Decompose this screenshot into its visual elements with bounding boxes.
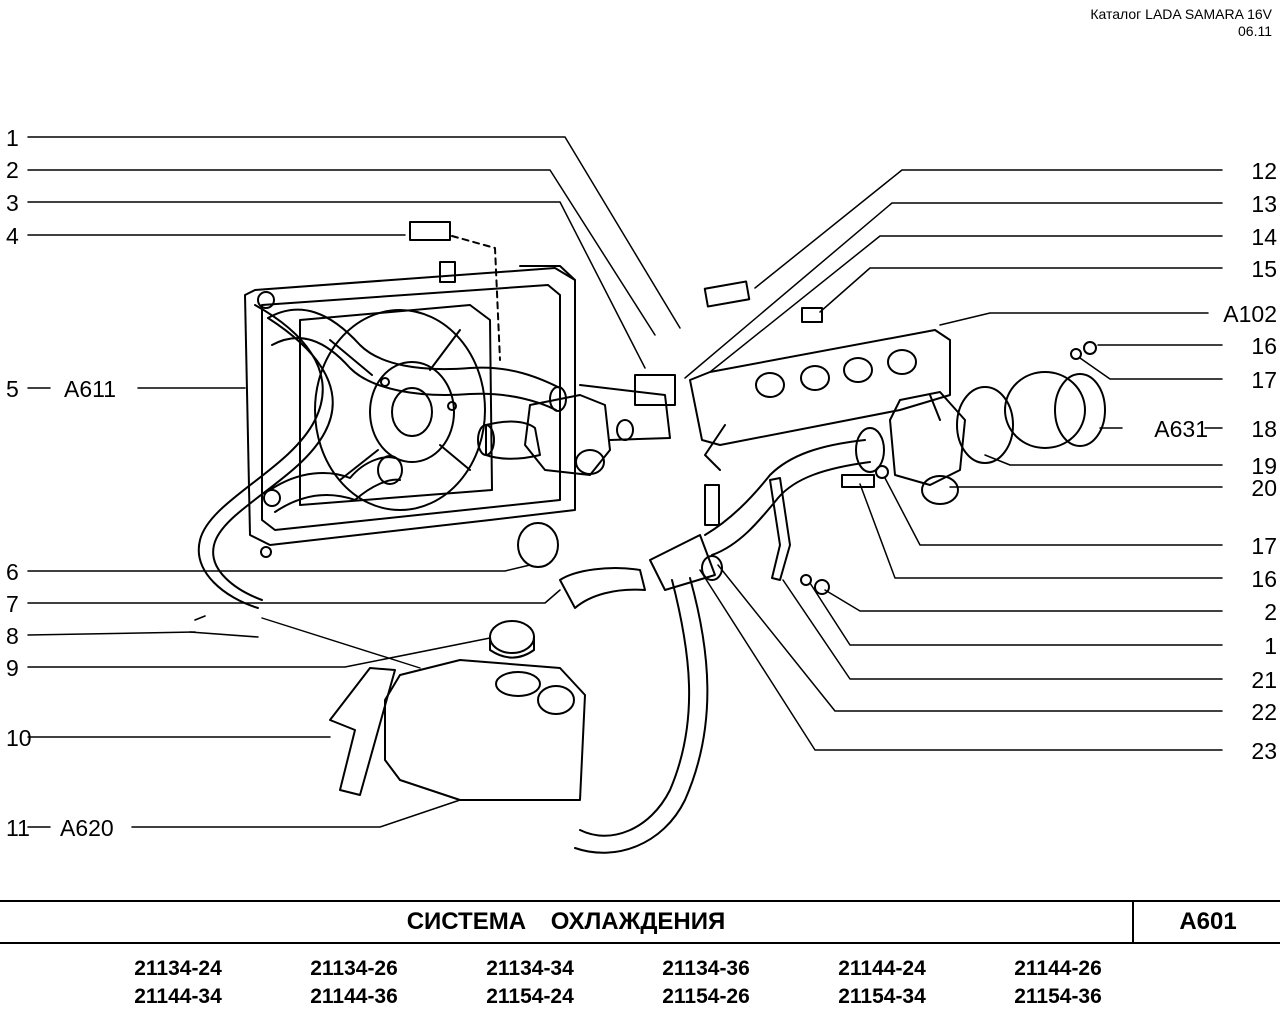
callout-1-right: 1 xyxy=(1264,633,1277,659)
callout-19: 19 xyxy=(1251,453,1277,479)
title-band: СИСТЕМА ОХЛАЖДЕНИЯ A601 xyxy=(0,900,1280,944)
model-code: 21154-34 xyxy=(838,985,926,1008)
callout-22: 22 xyxy=(1251,699,1277,725)
callout-3: 3 xyxy=(6,190,19,216)
model-code: 21154-26 xyxy=(662,985,750,1008)
model-code: 21144-24 xyxy=(838,957,926,980)
bolt-15-drawing xyxy=(801,307,823,323)
callout-17-lower: 17 xyxy=(1251,533,1277,559)
callout-16-lower: 16 xyxy=(1251,566,1277,592)
catalog-date: 06.11 xyxy=(1238,23,1272,39)
model-list: 21134-24 21134-26 21134-34 21134-36 2114… xyxy=(90,958,1170,1008)
callout-18-ref: A631 xyxy=(1154,416,1208,442)
callout-a102: A102 xyxy=(1223,301,1277,327)
model-code: 21144-26 xyxy=(1014,957,1102,980)
callout-15: 15 xyxy=(1251,256,1277,282)
lower-hose-drawing xyxy=(269,455,403,513)
model-code: 21134-34 xyxy=(486,957,574,980)
clamp-6-drawing xyxy=(517,522,559,568)
callout-11: 11 xyxy=(6,815,30,841)
callout-2: 2 xyxy=(6,157,19,183)
callout-14: 14 xyxy=(1251,224,1277,250)
leader-lines-left xyxy=(27,136,681,828)
hose-7-drawing xyxy=(559,567,646,609)
upper-hose-drawing xyxy=(267,308,567,412)
callout-13: 13 xyxy=(1251,191,1277,217)
callout-18: 18 xyxy=(1251,416,1277,442)
bracket-21-drawing xyxy=(769,477,791,581)
water-pump-drawing xyxy=(889,341,1106,505)
coolant-pipe-drawing xyxy=(649,427,885,591)
callout-11-ref: A620 xyxy=(60,815,114,841)
callout-23: 23 xyxy=(1251,738,1277,764)
callout-2-right: 2 xyxy=(1264,599,1277,625)
fan-shroud-drawing xyxy=(299,304,493,511)
callouts-left: 1 2 3 4 5 A611 6 7 8 9 10 11 A620 xyxy=(6,125,116,841)
model-code: 21134-26 xyxy=(310,957,398,980)
model-code: 21134-36 xyxy=(662,957,750,980)
overflow-hose-drawing xyxy=(197,304,324,609)
callout-5-ref: A611 xyxy=(64,376,116,402)
callout-12: 12 xyxy=(1251,158,1277,184)
callout-4: 4 xyxy=(6,223,19,249)
thermostat-housing-drawing xyxy=(477,374,676,476)
callout-9: 9 xyxy=(6,655,19,681)
section-title: СИСТЕМА ОХЛАЖДЕНИЯ xyxy=(0,902,1134,942)
model-code: 21134-24 xyxy=(134,957,222,980)
radiator-drawing xyxy=(244,261,576,558)
callout-1: 1 xyxy=(6,125,19,151)
section-code: A601 xyxy=(1179,908,1237,935)
callout-17-upper: 17 xyxy=(1251,367,1277,393)
callout-16-upper: 16 xyxy=(1251,333,1277,359)
catalog-header: Каталог LADA SAMARA 16V 06.11 xyxy=(1090,6,1272,40)
cylinder-head-drawing xyxy=(689,329,951,471)
model-code: 21154-24 xyxy=(486,985,574,1008)
sensor-4-drawing xyxy=(409,221,451,241)
callout-8: 8 xyxy=(6,623,19,649)
expansion-tank-drawing xyxy=(189,615,586,801)
callout-21: 21 xyxy=(1251,667,1277,693)
leader-lines-right xyxy=(684,169,1223,751)
callout-10: 10 xyxy=(6,725,32,751)
callout-6: 6 xyxy=(6,559,19,585)
catalog-name: Каталог LADA SAMARA 16V xyxy=(1090,6,1272,22)
tank-hose-drawing xyxy=(579,579,691,837)
callout-7: 7 xyxy=(6,591,19,617)
callout-20: 20 xyxy=(1251,475,1277,501)
model-code: 21154-36 xyxy=(1014,985,1102,1008)
cooling-system-diagram: 1 2 3 4 5 A611 6 7 8 9 10 11 A620 12 13 … xyxy=(6,125,1277,854)
bolt-20-drawing xyxy=(841,474,875,488)
model-code: 21144-34 xyxy=(134,985,222,1008)
callout-5: 5 xyxy=(6,376,19,402)
callouts-right: 12 13 14 15 A102 16 17 A631 18 19 20 17 … xyxy=(1154,158,1277,764)
sensor-12-drawing xyxy=(703,280,751,308)
model-code: 21144-36 xyxy=(310,985,398,1008)
